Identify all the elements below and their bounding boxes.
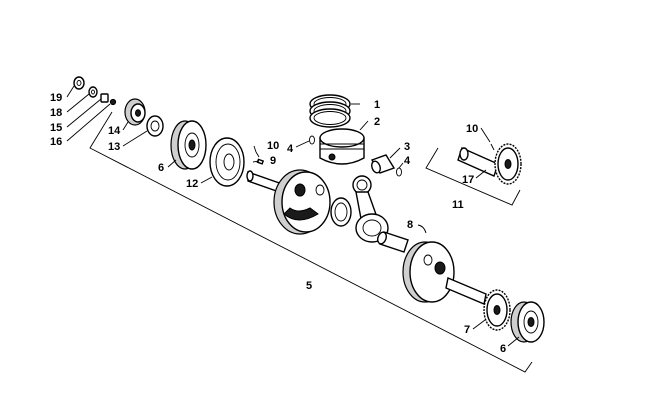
key-part-15 <box>109 98 117 106</box>
callout-10-upper: 10 <box>466 123 478 135</box>
spacer-washer-part-12 <box>146 115 164 137</box>
crank-gear-part-7 <box>483 289 511 331</box>
assembly-bracket-16 <box>425 147 521 206</box>
callout-18: 18 <box>50 107 62 119</box>
balancer-gear-assembly-16 <box>494 143 522 185</box>
callout-6-left: 6 <box>158 162 164 174</box>
circlip-part-4-right <box>396 167 402 177</box>
thrust-plate-part-11 <box>209 137 245 187</box>
callout-19: 19 <box>50 92 62 104</box>
sprocket-gear-part-13 <box>124 98 146 126</box>
callout-12: 13 <box>108 141 120 153</box>
wrist-pin-part-3 <box>370 154 396 174</box>
callout-15: 16 <box>50 136 62 148</box>
callout-10-left: 10 <box>267 140 279 152</box>
callout-7: 7 <box>464 324 470 336</box>
crank-pin-part-8 <box>377 231 409 253</box>
circlip-part-4-upper <box>309 135 315 145</box>
callout-4-right: 4 <box>404 155 411 167</box>
crankshaft-right-half <box>402 241 487 305</box>
callout-9: 9 <box>270 155 276 167</box>
callout-16: 11 <box>452 199 464 211</box>
callout-2: 2 <box>374 116 380 128</box>
callout-14: 15 <box>50 122 62 134</box>
key-part-9 <box>256 158 265 165</box>
callout-8: 8 <box>407 219 413 231</box>
piston-part-2 <box>319 128 365 165</box>
callout-11: 12 <box>186 178 198 190</box>
bearing-part-6-left <box>170 120 207 170</box>
nut-part-14 <box>100 93 109 103</box>
crankpin-bearing <box>330 197 352 227</box>
leader-lines <box>66 85 520 347</box>
lock-washer-part-18 <box>88 86 98 98</box>
crankshaft-left-half <box>246 169 331 235</box>
callout-17: 17 <box>462 174 474 186</box>
callout-3: 3 <box>404 141 410 153</box>
callout-4-upper: 4 <box>287 143 294 155</box>
callout-1: 1 <box>374 99 380 111</box>
callout-5: 5 <box>306 280 312 292</box>
callout-13: 14 <box>108 125 121 137</box>
callout-6-right: 6 <box>500 343 506 355</box>
callout-labels: 19 18 15 16 14 13 6 12 10 9 4 1 2 3 4 8 … <box>50 92 506 355</box>
bearing-part-6-right <box>510 301 545 343</box>
piston-rings-part-1 <box>309 94 351 128</box>
pin-part-10 <box>255 151 260 158</box>
washer-part-19 <box>73 76 85 90</box>
balancer-shaft-part-17 <box>457 147 499 177</box>
assembly-bracket-5 <box>89 111 533 373</box>
pin-part-10-upper <box>490 143 495 151</box>
